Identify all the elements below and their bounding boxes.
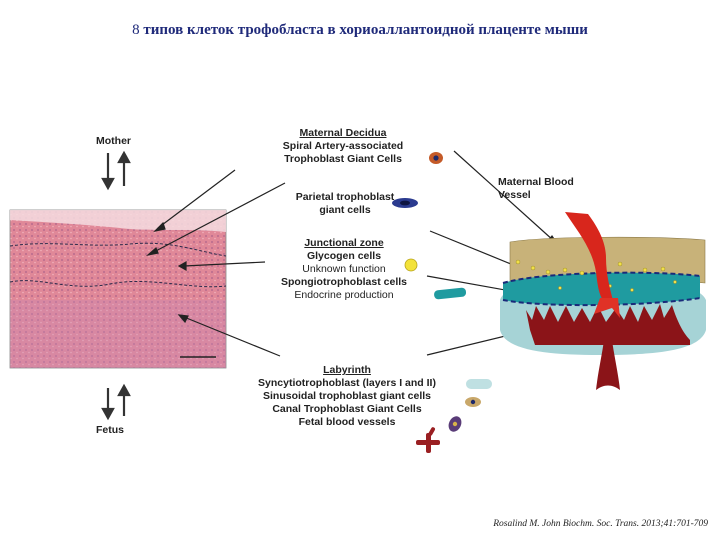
title-text: типов клеток трофобласта в хориоаллантои… bbox=[143, 22, 588, 38]
spongiotrophoblast-label: Spongiotrophoblast cells bbox=[280, 276, 407, 288]
decidua-line1: Spiral Artery-associated bbox=[282, 140, 404, 152]
fetal-vessel-icon bbox=[416, 427, 440, 453]
citation: Rosalind M. John Biochm. Soc. Trans. 201… bbox=[493, 519, 708, 529]
section-boundary-upper bbox=[9, 242, 227, 257]
parietal-label-group: Parietal trophoblast giant cells bbox=[270, 191, 420, 217]
parietal-line2: giant cells bbox=[319, 204, 371, 216]
glycogen-cell-icon bbox=[404, 258, 418, 272]
labyrinth-heading: Labyrinth bbox=[323, 364, 371, 376]
parietal-line1: Parietal trophoblast bbox=[295, 191, 395, 203]
sinusoidal-giant-cell-icon bbox=[465, 397, 481, 407]
glycogen-cells-label: Glycogen cells bbox=[306, 250, 382, 262]
fetus-label: Fetus bbox=[96, 424, 125, 436]
maternal-blood-vessel-label: Maternal Blood Vessel bbox=[498, 176, 574, 202]
fetal-blood-vessels-label: Fetal blood vessels bbox=[298, 416, 396, 428]
labyrinth-label-group: Labyrinth Syncytiotrophoblast (layers I … bbox=[232, 364, 462, 429]
maternal-vessel-line2: Vessel bbox=[498, 189, 531, 201]
section-boundary-lower bbox=[9, 280, 227, 288]
maternal-vessel-line1: Maternal Blood bbox=[498, 176, 574, 188]
mother-label: Mother bbox=[96, 135, 131, 147]
fetus-arrows bbox=[101, 383, 131, 421]
parietal-giant-cell-icon bbox=[392, 198, 418, 208]
junctional-heading: Junctional zone bbox=[304, 237, 384, 249]
spongiotrophoblast-cell-icon bbox=[434, 287, 467, 300]
spongiotrophoblast-function-label: Endocrine production bbox=[294, 289, 394, 301]
glycogen-function-label: Unknown function bbox=[302, 263, 386, 275]
sinusoidal-giant-cells-label: Sinusoidal trophoblast giant cells bbox=[262, 390, 432, 402]
spiral-artery-giant-cell-icon bbox=[429, 152, 443, 164]
syncytiotrophoblast-icon bbox=[466, 379, 492, 389]
canal-giant-cells-label: Canal Trophoblast Giant Cells bbox=[272, 403, 422, 415]
canal-giant-cell-icon bbox=[448, 416, 462, 432]
junctional-label-group: Junctional zone Glycogen cells Unknown f… bbox=[256, 237, 432, 302]
title-number: 8 bbox=[132, 22, 140, 38]
mother-arrows bbox=[101, 150, 131, 191]
placenta-schematic bbox=[500, 212, 706, 390]
histology-section bbox=[9, 209, 227, 369]
syncytiotrophoblast-label: Syncytiotrophoblast (layers I and II) bbox=[258, 377, 436, 389]
decidua-heading: Maternal Decidua bbox=[299, 127, 387, 139]
decidua-label-group: Maternal Decidua Spiral Artery-associate… bbox=[258, 127, 428, 166]
decidua-line2: Trophoblast Giant Cells bbox=[284, 153, 402, 165]
page-title: 8 типов клеток трофобласта в хориоаллант… bbox=[0, 22, 720, 39]
